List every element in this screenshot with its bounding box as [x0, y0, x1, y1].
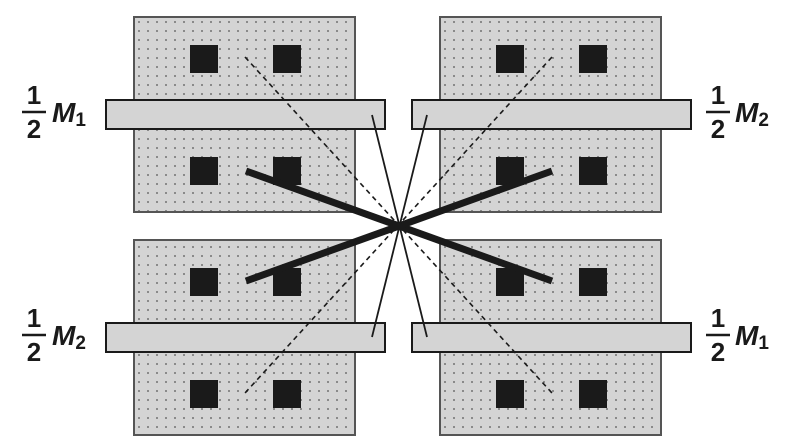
- label-denominator: 2: [27, 337, 41, 367]
- label-numerator: 1: [27, 80, 41, 110]
- gate-poly: [105, 99, 386, 130]
- contact: [496, 45, 524, 73]
- device-bottom-left: [105, 239, 386, 436]
- contact: [190, 157, 218, 185]
- gate-poly: [411, 99, 692, 130]
- label-numerator: 1: [27, 303, 41, 333]
- contact: [579, 268, 607, 296]
- contact: [190, 45, 218, 73]
- device-bottom-right: [411, 239, 692, 436]
- label-bottom-right: 1 2 M1: [706, 303, 769, 367]
- device-top-left: [105, 16, 386, 213]
- label-numerator: 1: [711, 303, 725, 333]
- gate-poly: [411, 322, 692, 353]
- drain-wires: [244, 167, 554, 285]
- label-device-name: M2: [735, 97, 769, 131]
- contact: [273, 380, 301, 408]
- contact: [273, 45, 301, 73]
- label-top-left: 1 2 M1: [22, 80, 86, 144]
- label-device-name: M1: [735, 320, 769, 354]
- label-top-right: 1 2 M2: [706, 80, 769, 144]
- label-device-name: M2: [52, 320, 86, 354]
- contact: [190, 380, 218, 408]
- device-top-right: [411, 16, 692, 213]
- label-denominator: 2: [27, 114, 41, 144]
- drain-wire: [244, 167, 554, 285]
- label-denominator: 2: [711, 114, 725, 144]
- label-denominator: 2: [711, 337, 725, 367]
- contact: [496, 380, 524, 408]
- contact: [190, 268, 218, 296]
- contact: [579, 45, 607, 73]
- label-numerator: 1: [711, 80, 725, 110]
- label-device-name: M1: [52, 97, 86, 131]
- contact: [579, 157, 607, 185]
- gate-poly: [105, 322, 386, 353]
- label-bottom-left: 1 2 M2: [22, 303, 86, 367]
- contact: [579, 380, 607, 408]
